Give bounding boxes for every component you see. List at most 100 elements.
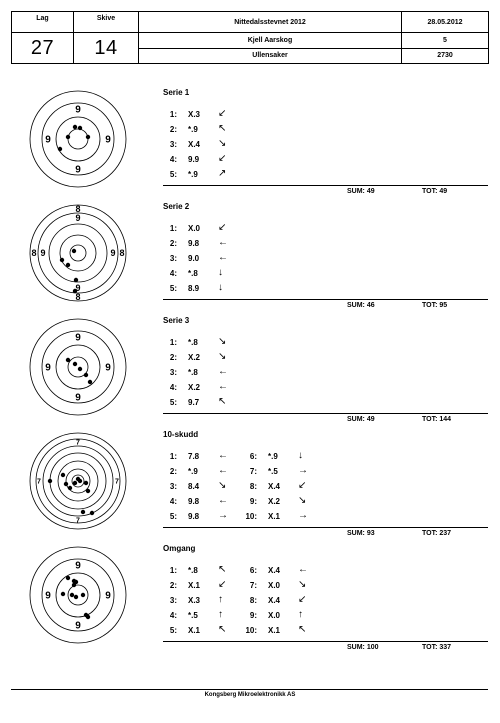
- shot-number: 5:: [169, 170, 177, 179]
- shot-number: 3:: [169, 596, 177, 605]
- shot-value: X.4: [188, 140, 201, 149]
- shot-number: 3:: [169, 254, 177, 263]
- direction-arrow-icon: ←: [218, 450, 228, 461]
- shot-hole: [65, 262, 71, 268]
- shot-number: 3:: [169, 368, 177, 377]
- direction-arrow-icon: ↘: [218, 336, 227, 347]
- direction-arrow-icon: →: [218, 510, 228, 521]
- ring-value-label: 7: [76, 517, 80, 524]
- ring-value-label: 9: [75, 621, 81, 632]
- shot-value: *.9: [268, 452, 278, 461]
- ring-value-label: 9: [75, 213, 80, 223]
- shot-value: 9.0: [188, 254, 200, 263]
- shot-hole: [77, 366, 83, 372]
- shot-value: X.2: [188, 353, 201, 362]
- target-ring: [67, 584, 89, 606]
- direction-arrow-icon: ↙: [298, 594, 307, 605]
- shot-number: 2:: [169, 581, 177, 590]
- shot-number: 8:: [249, 596, 257, 605]
- shot-hole: [65, 357, 71, 363]
- shot-hole: [72, 288, 78, 294]
- direction-arrow-icon: ↓: [218, 282, 223, 293]
- shot-number: 3:: [169, 482, 177, 491]
- outer-ring-value-label: 8: [75, 204, 80, 214]
- shot-hole: [87, 379, 93, 385]
- shot-number: 6:: [249, 452, 257, 461]
- shot-number: 4:: [169, 269, 177, 278]
- shot-value: X.0: [188, 224, 201, 233]
- ring-value-label: 9: [105, 363, 111, 374]
- direction-arrow-icon: ↖: [218, 123, 227, 134]
- target-ring: [59, 234, 97, 272]
- sum-divider: [163, 413, 488, 414]
- shot-value: *.5: [188, 611, 198, 620]
- shot-number: 5:: [169, 512, 177, 521]
- direction-arrow-icon: ↑: [218, 609, 223, 620]
- direction-arrow-icon: ↘: [218, 138, 227, 149]
- target-ring: [37, 212, 119, 294]
- running-total: TOT: 237: [422, 530, 452, 537]
- event-name: Nittedalsstevnet 2012: [138, 11, 402, 33]
- target-ring: [67, 128, 89, 150]
- shot-value: *.9: [188, 170, 198, 179]
- section-omgang: Omgang 1:*.8↖ 2:X.1↙ 3:X.3↑ 4:*.5↑ 5:X.1…: [163, 544, 488, 658]
- ring-value-label: 9: [75, 333, 81, 344]
- shot-number: 8:: [249, 482, 257, 491]
- shooter-number: 2730: [401, 47, 489, 64]
- shot-number: 4:: [169, 155, 177, 164]
- shot-number: 4:: [169, 383, 177, 392]
- shot-hole: [71, 582, 77, 588]
- direction-arrow-icon: ↘: [218, 351, 227, 362]
- direction-arrow-icon: ↙: [298, 480, 307, 491]
- shot-hole: [47, 478, 53, 484]
- shot-value: X.0: [268, 581, 281, 590]
- section-serie-3: Serie 3 1:*.8↘ 2:X.2↘ 3:*.8← 4:X.2← 5:9.…: [163, 316, 488, 426]
- section-serie-1: Serie 1 1:X.3↙ 2:*.9↖ 3:X.4↘ 4:9.9↙ 5:*.…: [163, 88, 488, 198]
- target-ring: [41, 558, 115, 632]
- shot-value: 8.4: [188, 482, 200, 491]
- shot-number: 1:: [169, 224, 177, 233]
- ring-value-label: 9: [75, 393, 81, 404]
- shot-number: 1:: [169, 452, 177, 461]
- running-total: TOT: 337: [422, 644, 452, 651]
- shooter-name: Kjell Aarskog: [138, 32, 402, 49]
- shooter-club: Ullensaker: [138, 47, 402, 64]
- shot-value: 9.8: [188, 512, 200, 521]
- shot-value: X.2: [188, 383, 201, 392]
- section-10-skudd: 10-skudd 1:7.8← 2:*.9← 3:8.4↘ 4:9.8← 5:9…: [163, 430, 488, 544]
- shot-hole: [85, 134, 91, 140]
- shot-number: 7:: [249, 581, 257, 590]
- footer-company: Kongsberg Mikroelektronikk AS: [204, 692, 296, 698]
- shot-number: 1:: [169, 338, 177, 347]
- shot-value: X.3: [188, 110, 201, 119]
- shot-hole: [65, 134, 71, 140]
- shot-value: X.1: [188, 581, 201, 590]
- target-ring: [29, 546, 127, 644]
- shot-number: 6:: [249, 566, 257, 575]
- shot-hole: [60, 591, 66, 597]
- shot-value: 9.9: [188, 155, 200, 164]
- shooter-class: 5: [401, 32, 489, 49]
- running-total: TOT: 95: [422, 302, 448, 309]
- shot-hole: [59, 257, 65, 263]
- target-ring: [55, 344, 101, 390]
- target-ring: [29, 432, 127, 530]
- target-ring: [42, 445, 114, 517]
- ring-value-label: 9: [45, 591, 51, 602]
- shot-value: X.3: [188, 596, 201, 605]
- target-ring: [29, 318, 127, 416]
- target-ring: [48, 223, 108, 283]
- direction-arrow-icon: ←: [218, 381, 228, 392]
- shot-value: 9.8: [188, 497, 200, 506]
- shot-value: X.1: [268, 626, 281, 635]
- direction-arrow-icon: ↙: [218, 579, 227, 590]
- shot-value: *.9: [188, 467, 198, 476]
- running-total: TOT: 49: [422, 188, 448, 195]
- shot-number: 5:: [169, 626, 177, 635]
- shot-value: *.9: [188, 125, 198, 134]
- direction-arrow-icon: ←: [218, 495, 228, 506]
- shot-value: *.8: [188, 566, 198, 575]
- direction-arrow-icon: ↙: [218, 153, 227, 164]
